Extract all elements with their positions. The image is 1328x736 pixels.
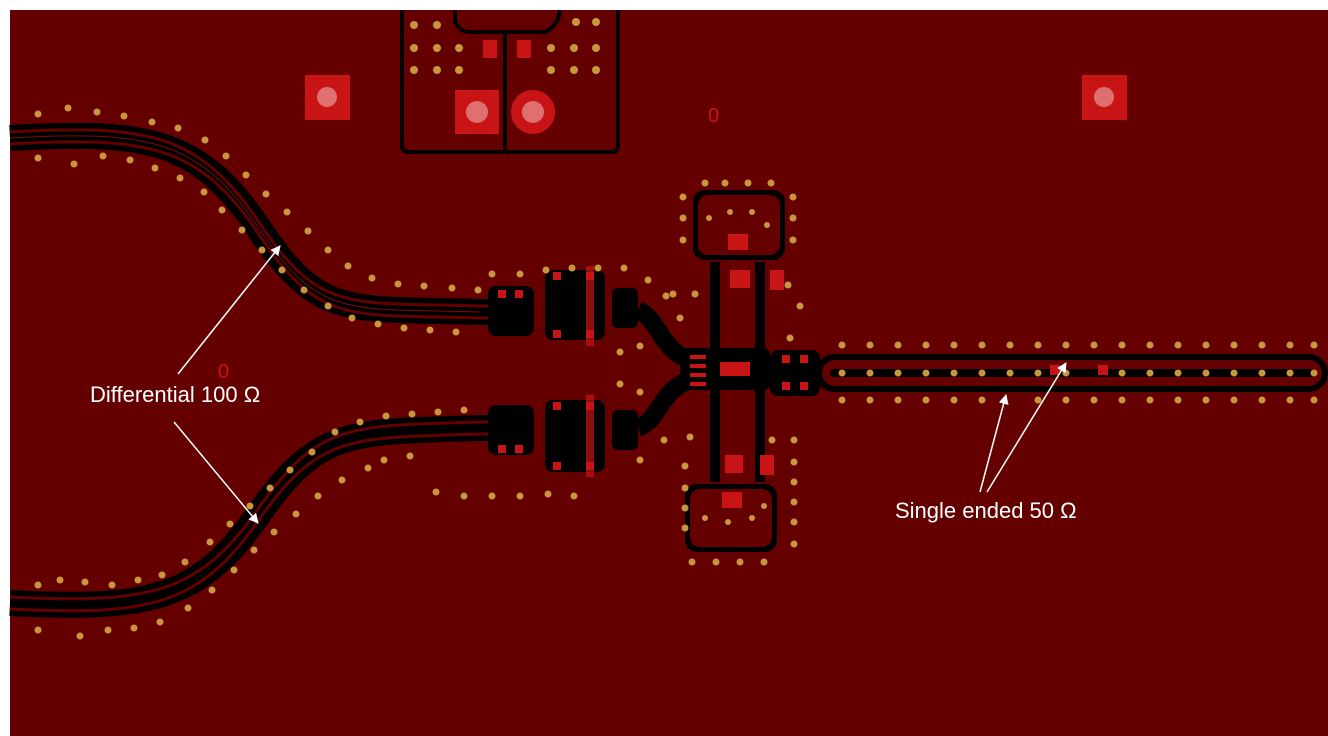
passive-components-bottom	[488, 395, 638, 477]
silkscreen-mark: 0	[708, 105, 719, 127]
differential-impedance-label: Differential 100 Ω	[90, 382, 261, 407]
silkscreen-mark: 0	[218, 361, 229, 383]
top-connector-footprint	[400, 9, 620, 154]
single-ended-impedance-label: Single ended 50 Ω	[895, 498, 1077, 523]
single-ended-trace	[770, 350, 1328, 396]
diff-pair-bottom	[9, 415, 500, 618]
passive-components-top	[488, 266, 638, 346]
arrow-diff-bottom	[173, 421, 259, 524]
arrow-diff-top	[177, 245, 281, 375]
annotation-arrows	[173, 245, 1067, 524]
mounting-pad-right	[1082, 75, 1127, 120]
balun-footprint	[680, 190, 785, 552]
mounting-pad-left	[305, 75, 350, 120]
arrow-se-left	[979, 394, 1009, 493]
stitching-vias	[34, 18, 1318, 640]
arrow-se-right	[986, 362, 1067, 493]
diff-pair-top	[9, 122, 500, 325]
